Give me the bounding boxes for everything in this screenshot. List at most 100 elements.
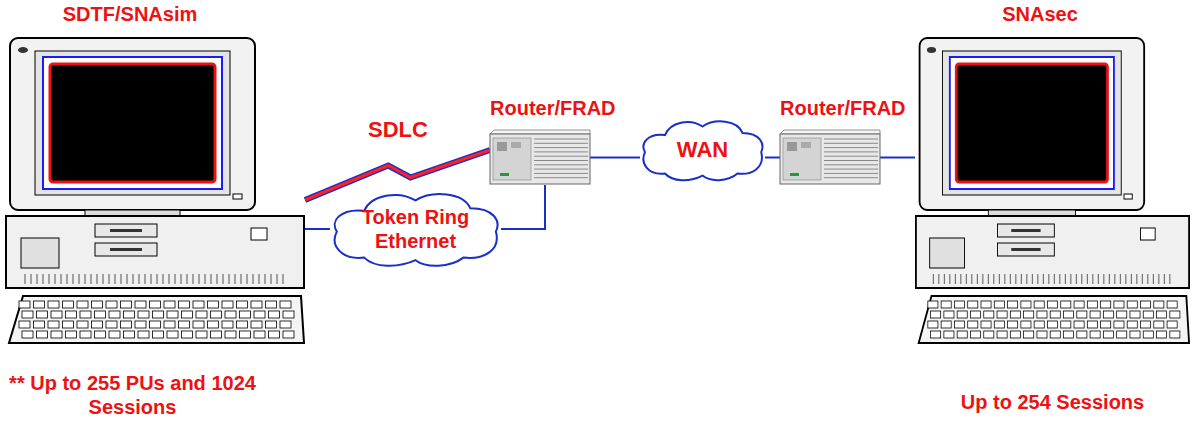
vent-line — [211, 274, 212, 284]
drive-bay — [998, 243, 1055, 256]
vent-line — [960, 274, 961, 284]
keyboard-key — [1024, 331, 1034, 338]
vent-line — [1164, 274, 1165, 284]
monitor-led — [1124, 194, 1132, 199]
keyboard-key — [182, 311, 193, 318]
keyboard-key — [251, 321, 262, 328]
vent-line — [253, 274, 254, 284]
keyboard-key — [954, 301, 964, 308]
drive-bay — [95, 243, 157, 256]
vent-line — [91, 274, 92, 284]
network-label: Token Ring Ethernet — [355, 205, 477, 253]
keyboard-key — [928, 321, 938, 328]
keyboard-key — [179, 301, 190, 308]
keyboard-key — [222, 321, 233, 328]
keyboard-key — [240, 331, 251, 338]
vent-line — [1098, 274, 1099, 284]
vent-line — [1087, 274, 1088, 284]
keyboard-key — [63, 321, 74, 328]
keyboard-key — [280, 321, 291, 328]
keyboard-key — [269, 311, 280, 318]
router-vent — [824, 177, 878, 178]
keyboard-key — [1170, 331, 1180, 338]
router-vent — [824, 164, 878, 165]
keyboard-key — [1141, 301, 1151, 308]
power-button — [1141, 228, 1156, 240]
keyboard-key — [237, 301, 248, 308]
keyboard-key — [1157, 331, 1167, 338]
monitor-bezel — [943, 51, 1122, 195]
vent-line — [1076, 274, 1077, 284]
keyboard-key — [1064, 311, 1074, 318]
keyboard — [9, 296, 304, 343]
keyboard-key — [1130, 331, 1140, 338]
keyboard-key — [1143, 331, 1153, 338]
wan-cloud: WAN — [640, 118, 765, 182]
vent-line — [49, 274, 50, 284]
vent-line — [97, 274, 98, 284]
vent-line — [103, 274, 104, 284]
vent-line — [1131, 274, 1132, 284]
vent-line — [1010, 274, 1011, 284]
device-label: Router/FRAD — [490, 96, 616, 120]
keyboard-key — [66, 331, 77, 338]
keyboard-key — [48, 321, 59, 328]
keyboard-key — [138, 331, 149, 338]
link-line — [765, 157, 780, 159]
router-vent — [824, 139, 878, 140]
keyboard-key — [957, 311, 967, 318]
keyboard-key — [283, 311, 294, 318]
router-vent — [824, 143, 878, 144]
keyboard-key — [1010, 311, 1020, 318]
router-body — [490, 134, 590, 184]
router-led — [790, 173, 799, 176]
screen — [956, 64, 1107, 182]
keyboard-key — [51, 331, 62, 338]
monitor-button — [18, 47, 28, 53]
computer-title: SDTF/SNAsim — [5, 2, 255, 26]
vent-line — [151, 274, 152, 284]
keyboard-key — [1037, 311, 1047, 318]
vent-line — [247, 274, 248, 284]
vent-line — [241, 274, 242, 284]
keyboard-key — [984, 331, 994, 338]
keyboard-key — [150, 321, 161, 328]
keyboard-key — [208, 301, 219, 308]
capacity-note: Up to 254 Sessions — [915, 390, 1190, 414]
keyboard-key — [193, 321, 204, 328]
network-link — [590, 157, 640, 158]
keyboard-key — [225, 311, 236, 318]
router-illustration — [490, 130, 590, 185]
vent-line — [971, 274, 972, 284]
screen-frame — [43, 57, 222, 189]
keyboard-key — [997, 311, 1007, 318]
vent-line — [181, 274, 182, 284]
vent-line — [283, 274, 284, 284]
keyboard-key — [1034, 301, 1044, 308]
keyboard-key — [266, 321, 277, 328]
router-port — [801, 142, 811, 148]
router-vent — [824, 147, 878, 148]
router-vent — [824, 169, 878, 170]
vent-line — [1114, 274, 1115, 284]
vent-line — [217, 274, 218, 284]
vent-line — [55, 274, 56, 284]
router-vent — [534, 139, 588, 140]
keyboard-key — [1050, 331, 1060, 338]
vent-line — [121, 274, 122, 284]
router-vent — [824, 156, 878, 157]
keyboard-key — [1037, 331, 1047, 338]
keyboard-key — [121, 301, 132, 308]
keyboard-key — [1047, 321, 1057, 328]
drive-bay — [95, 224, 157, 237]
workstation-computer: SNAsecUp to 254 Sessions — [915, 38, 1190, 345]
keyboard-key — [1021, 321, 1031, 328]
vent-line — [259, 274, 260, 284]
vent-line — [229, 274, 230, 284]
router-vent — [534, 151, 588, 152]
keyboard-key — [1101, 321, 1111, 328]
keyboard-key — [193, 301, 204, 308]
cloud-outline — [335, 194, 498, 266]
keyboard-key — [121, 321, 132, 328]
monitor-bezel — [35, 51, 230, 195]
